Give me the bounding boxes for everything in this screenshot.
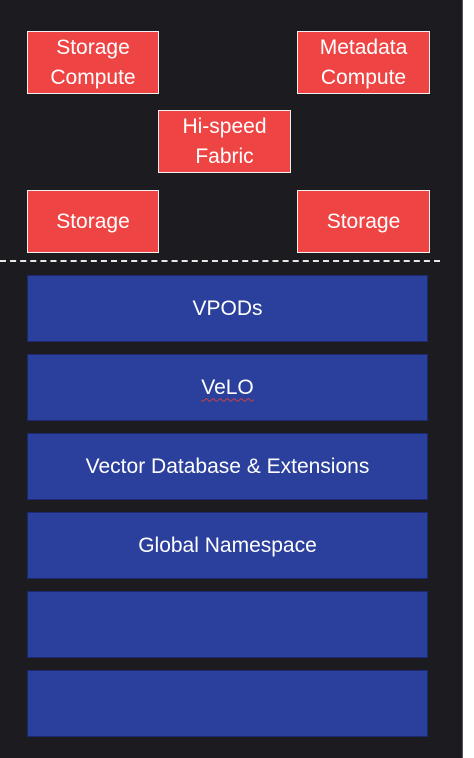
layer-empty-2 [27,670,428,737]
storage-left-box: Storage [27,190,159,253]
layer-vector-database: Vector Database & Extensions [27,433,428,500]
metadata-compute-box: Metadata Compute [297,31,430,94]
architecture-diagram: Storage Compute Metadata Compute Hi-spee… [0,0,463,758]
layer-velo-label: VeLO [201,375,254,399]
storage-right-box: Storage [297,190,430,253]
hi-speed-fabric-box: Hi-speed Fabric [158,110,291,173]
storage-compute-box: Storage Compute [27,31,159,94]
layer-vector-database-label: Vector Database & Extensions [85,454,370,478]
dashed-divider [0,260,440,262]
layer-velo: VeLO [27,354,428,421]
layer-empty-1 [27,591,428,658]
layer-vpods-label: VPODs [192,296,263,320]
layer-vpods: VPODs [27,275,428,342]
layer-global-namespace: Global Namespace [27,512,428,579]
layer-global-namespace-label: Global Namespace [138,533,317,557]
